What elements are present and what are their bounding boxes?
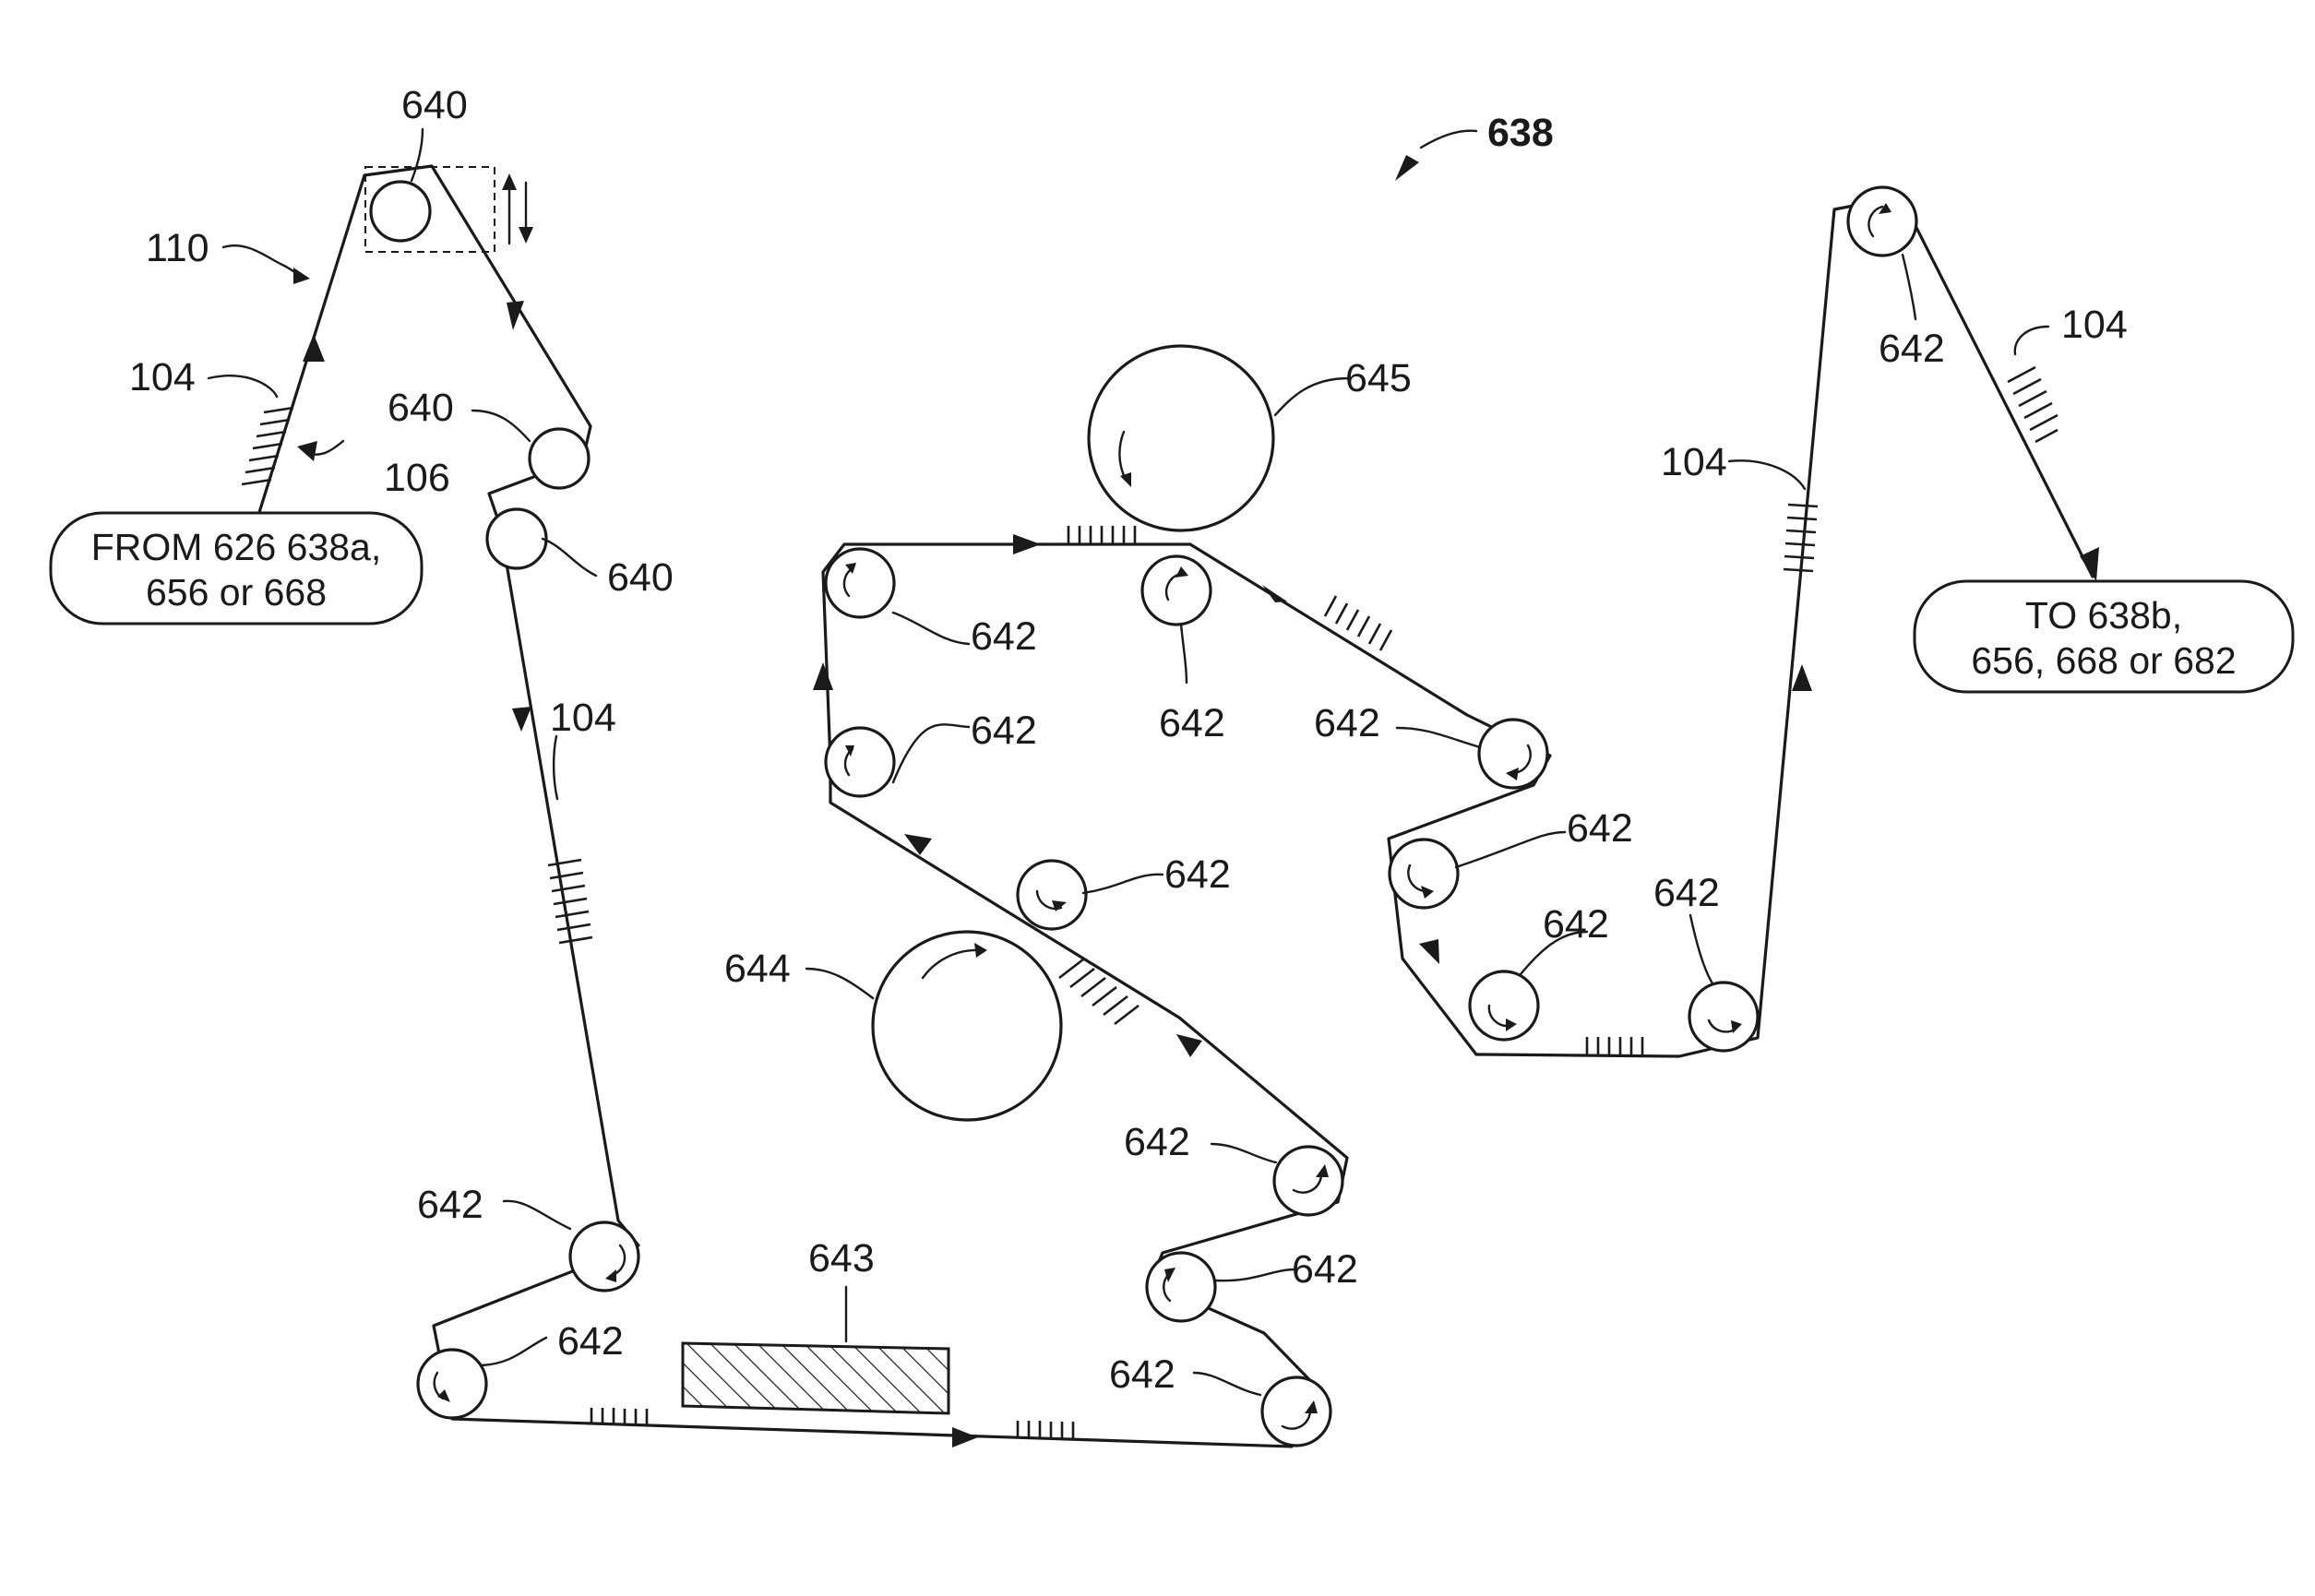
- drive-roll-label-3: 642: [1109, 1352, 1175, 1397]
- drive-roll-left-column-upper: [826, 549, 894, 617]
- ticks-bottom-right: [1018, 1421, 1073, 1438]
- anvil-roll-645: [1089, 346, 1273, 530]
- arrowhead-up-left-center: [813, 662, 833, 690]
- arrowhead-right-top: [1013, 534, 1041, 554]
- source-box-line1: FROM 626 638a,: [91, 526, 382, 568]
- arrowhead-down-right-lower: [1419, 939, 1439, 964]
- drive-roll-right-upper: [1479, 720, 1547, 788]
- vertical-adjust-arrows: [502, 173, 533, 244]
- station-label-643: 643: [808, 1236, 875, 1280]
- dest-box-line1: TO 638b,: [2025, 594, 2182, 637]
- drive-roll-under-645: [1142, 556, 1211, 625]
- figure-reference-label: 638: [1487, 111, 1554, 155]
- anvil-roll-644: [873, 932, 1061, 1120]
- drive-roll-label-4: 642: [1292, 1247, 1358, 1292]
- drive-roll-top-right: [1848, 187, 1916, 256]
- arrowhead-down-left: [512, 707, 531, 732]
- drive-roll-nip-644: [1018, 861, 1086, 929]
- drive-roll-label-1: 642: [417, 1183, 483, 1227]
- ticks-upper-diag: [1325, 596, 1391, 650]
- drive-roll-label-7: 642: [971, 614, 1037, 659]
- arrowhead-to-dest: [2080, 547, 2099, 581]
- dest-box-line2: 656, 668 or 682: [1971, 639, 2236, 682]
- drive-roll-label-10: 642: [1314, 701, 1380, 745]
- arrowhead-up-right: [1792, 664, 1812, 691]
- source-box-line2: 656 or 668: [146, 571, 327, 613]
- drive-roll-label-5: 642: [1124, 1120, 1190, 1164]
- elements-label-inlet: 104: [129, 355, 196, 399]
- ticks-inlet: [242, 408, 293, 484]
- drive-roll-label-14: 642: [1879, 327, 1945, 371]
- ticks-right-bottom: [1587, 1037, 1642, 1054]
- arrowhead-up-left: [303, 334, 325, 362]
- drive-roll-right-lower: [1470, 971, 1538, 1040]
- guide-roll-lower: [487, 509, 546, 568]
- drive-roll-right-mid: [1390, 840, 1458, 908]
- drive-roll-label-9: 642: [1159, 701, 1225, 745]
- arrowhead-up-center: [1176, 1034, 1202, 1057]
- ticks-outlet: [2008, 367, 2058, 442]
- guide-roll-label-top: 640: [401, 83, 468, 127]
- elements-side-label: 106: [384, 456, 450, 500]
- elements-label-outlet: 104: [2061, 303, 2128, 347]
- drive-roll-bottom-right: [1262, 1377, 1331, 1446]
- guide-roll-right: [530, 429, 589, 488]
- arrowhead-down-right: [1262, 585, 1287, 602]
- anvil-roll-label-645: 645: [1345, 356, 1412, 400]
- elements-label-right: 104: [1661, 440, 1727, 484]
- drive-roll-bottom-left: [418, 1350, 486, 1418]
- drive-roll-bottom-mid: [1147, 1253, 1215, 1321]
- drive-roll-left-column-lower: [826, 728, 894, 796]
- drive-roll-center-low: [1274, 1147, 1342, 1215]
- arrowhead-bottom-right: [952, 1427, 978, 1447]
- anvil-roll-label-644: 644: [724, 947, 791, 991]
- leader-lines: [209, 129, 2048, 1395]
- station-643: [683, 1343, 949, 1413]
- drive-roll-label-13: 642: [1653, 871, 1720, 915]
- guide-roll-label-lower: 640: [607, 555, 674, 600]
- guide-roll-label-right: 640: [388, 386, 454, 430]
- drive-roll-label-8: 642: [971, 709, 1037, 753]
- web-ref-label: 110: [146, 226, 209, 270]
- drive-roll-label-2: 642: [557, 1319, 624, 1364]
- drive-roll-label-6: 642: [1164, 852, 1231, 897]
- elements-label-left: 104: [550, 696, 616, 740]
- drive-roll-right-bottom: [1689, 983, 1758, 1051]
- drive-roll-label-12: 642: [1543, 902, 1609, 947]
- drive-roll-label-11: 642: [1567, 806, 1633, 851]
- guide-roll-top: [371, 182, 430, 241]
- drive-roll-left-upper: [570, 1222, 638, 1291]
- ticks-under-645: [1068, 526, 1135, 543]
